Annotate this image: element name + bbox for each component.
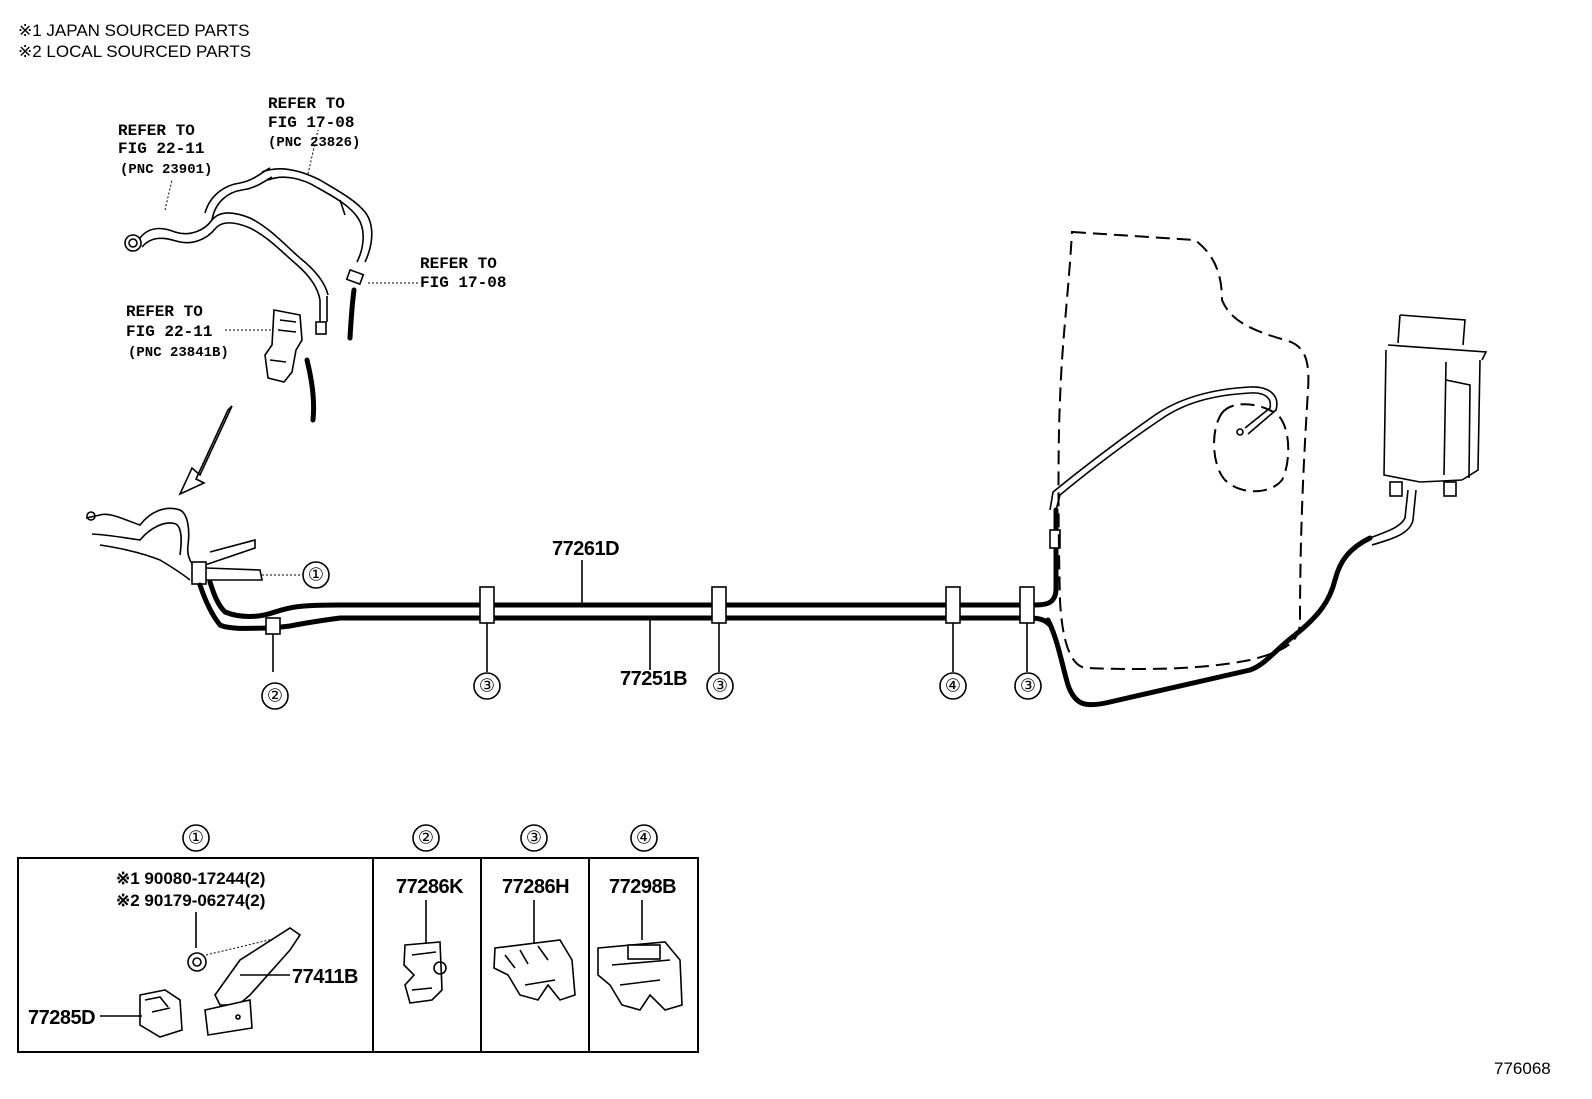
svg-text:FIG 17-08: FIG 17-08 bbox=[420, 274, 506, 292]
legend-header-4: ④ bbox=[630, 824, 658, 852]
svg-text:FIG 22-11: FIG 22-11 bbox=[126, 323, 212, 341]
svg-text:(PNC 23841B): (PNC 23841B) bbox=[128, 345, 229, 361]
svg-text:②: ② bbox=[267, 686, 283, 707]
svg-text:REFER TO: REFER TO bbox=[420, 255, 497, 273]
clamp-2 bbox=[265, 617, 281, 635]
legend-header-2: ② bbox=[412, 824, 440, 852]
legend-header-1: ① bbox=[182, 824, 210, 852]
svg-text:REFER TO: REFER TO bbox=[118, 122, 195, 140]
svg-text:(PNC 23901): (PNC 23901) bbox=[120, 162, 212, 178]
callout-1: ① bbox=[302, 561, 330, 589]
callout-3-b: ③ bbox=[706, 672, 734, 700]
legend-box-3: 77286H bbox=[493, 876, 576, 1001]
main-fuel-tubes bbox=[197, 386, 1417, 708]
legend-box-2: 77286K bbox=[396, 876, 465, 1004]
tube-clamps bbox=[265, 560, 1035, 672]
svg-text:②: ② bbox=[418, 828, 434, 849]
svg-text:REFER TO: REFER TO bbox=[268, 95, 345, 113]
fuel-tank-outline bbox=[1057, 230, 1310, 671]
note-local-sourced: ※2 LOCAL SOURCED PARTS bbox=[18, 42, 251, 61]
direction-arrow bbox=[178, 405, 233, 496]
svg-text:④: ④ bbox=[945, 676, 961, 697]
legend-table bbox=[17, 857, 699, 1053]
note-japan-sourced: ※1 JAPAN SOURCED PARTS bbox=[18, 21, 250, 40]
callout-2: ② bbox=[261, 682, 289, 710]
legend-box-4: 77298B bbox=[597, 876, 683, 1011]
part-number-77251b: 77251B bbox=[620, 668, 687, 690]
charcoal-canister bbox=[1383, 314, 1488, 497]
refer-fig-17-08-pnc-23826: REFER TO FIG 17-08 (PNC 23826) bbox=[268, 95, 360, 151]
part-number-77286h: 77286H bbox=[502, 876, 569, 898]
callout-3-a: ③ bbox=[473, 672, 501, 700]
legend-header-3: ③ bbox=[520, 824, 548, 852]
callout-4: ④ bbox=[939, 672, 967, 700]
upper-hose-assembly bbox=[124, 129, 418, 423]
svg-text:③: ③ bbox=[479, 676, 495, 697]
svg-text:(PNC 23826): (PNC 23826) bbox=[268, 135, 360, 151]
part-number-77411b: 77411B bbox=[292, 966, 358, 988]
clamp-3c bbox=[1019, 586, 1035, 624]
svg-text:③: ③ bbox=[712, 676, 728, 697]
svg-text:③: ③ bbox=[526, 828, 542, 849]
part-number-90179-06274: ※2 90179-06274(2) bbox=[116, 891, 265, 910]
clamp-3a bbox=[479, 586, 495, 624]
part-number-77298b: 77298B bbox=[609, 876, 676, 898]
svg-text:④: ④ bbox=[636, 828, 652, 849]
legend-box-1: ※1 90080-17244(2) ※2 90179-06274(2) 7741… bbox=[28, 869, 359, 1038]
svg-text:REFER TO: REFER TO bbox=[126, 303, 203, 321]
part-number-77285d: 77285D bbox=[28, 1007, 95, 1029]
figure-number: 776068 bbox=[1494, 1059, 1551, 1078]
part-number-90080-17244: ※1 90080-17244(2) bbox=[116, 869, 265, 888]
refer-fig-22-11-pnc-23841b: REFER TO FIG 22-11 (PNC 23841B) bbox=[126, 303, 229, 361]
clamp-3b bbox=[711, 586, 727, 624]
part-number-77286k: 77286K bbox=[396, 876, 464, 898]
clamp-4 bbox=[945, 586, 961, 624]
svg-text:FIG 22-11: FIG 22-11 bbox=[118, 140, 204, 158]
left-hose-cluster bbox=[85, 507, 300, 585]
svg-text:③: ③ bbox=[1020, 676, 1036, 697]
svg-text:①: ① bbox=[188, 828, 204, 849]
svg-text:①: ① bbox=[308, 565, 324, 586]
refer-fig-22-11-pnc-23901: REFER TO FIG 22-11 (PNC 23901) bbox=[118, 122, 212, 178]
callout-3-c: ③ bbox=[1014, 672, 1042, 700]
part-number-77261d: 77261D bbox=[552, 538, 619, 560]
svg-text:FIG 17-08: FIG 17-08 bbox=[268, 114, 354, 132]
refer-fig-17-08: REFER TO FIG 17-08 bbox=[420, 255, 506, 292]
